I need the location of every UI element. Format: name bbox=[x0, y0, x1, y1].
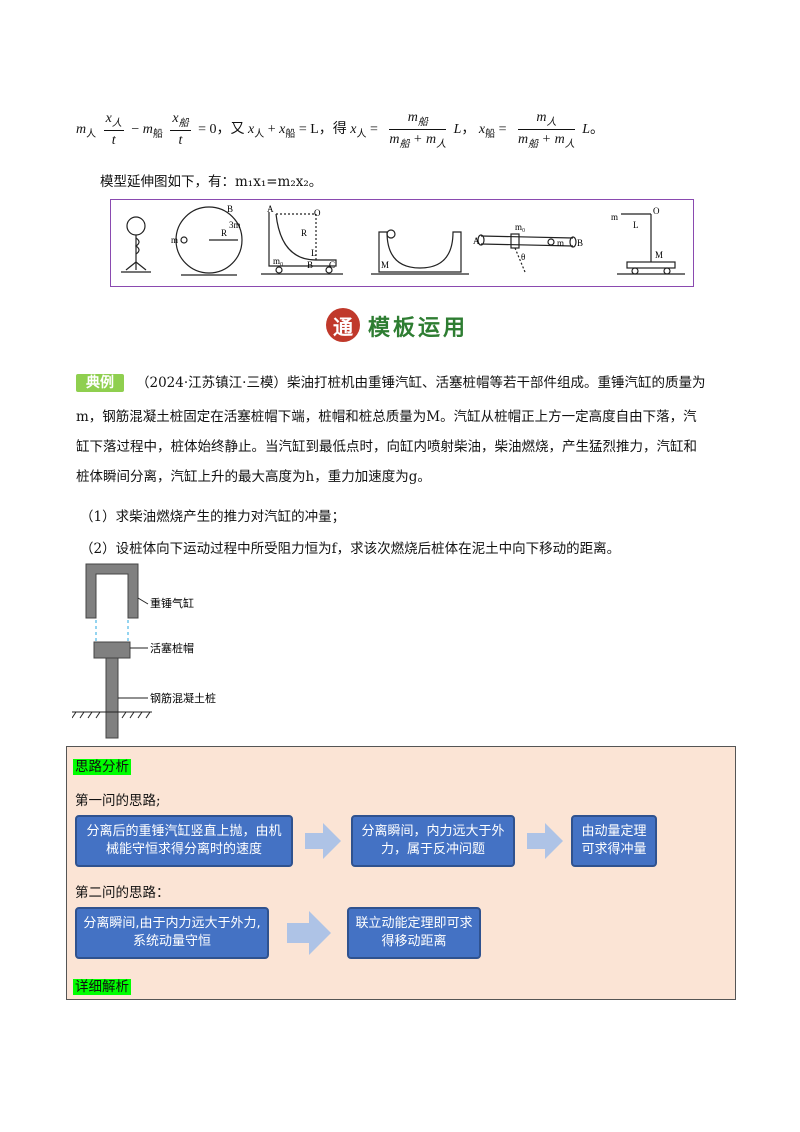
figure-pendulum-pole bbox=[121, 216, 151, 273]
label-B: B bbox=[227, 204, 233, 214]
ground-hatch bbox=[71, 711, 151, 719]
question-1: （1）求柴油燃烧产生的推力对汽缸的冲量； bbox=[80, 509, 346, 525]
example-line-4: 桩体瞬间分离，汽缸上升的最大高度为h，重力加速度为g。 bbox=[76, 469, 431, 485]
pile-shape bbox=[105, 657, 119, 739]
detailed-solution-title: 详细解析 bbox=[73, 979, 131, 995]
label-L: L bbox=[311, 248, 317, 258]
label-B-3: B bbox=[577, 238, 583, 248]
label-3m: 3m bbox=[229, 220, 241, 230]
figure-curved-track-cart bbox=[261, 212, 343, 275]
question-2: （2）设桩体向下运动过程中所受阻力恒为f，求该次燃烧后桩体在泥土中向下移动的距离… bbox=[80, 541, 621, 557]
cylinder-shape bbox=[85, 563, 139, 619]
second-question-heading: 第二问的思路： bbox=[75, 885, 170, 901]
label-B-2: B bbox=[307, 260, 313, 270]
label-R: R bbox=[221, 228, 227, 238]
flow-box-2-2: 联立动能定理即可求得移动距离 bbox=[347, 907, 481, 959]
figure-rod-sleeve bbox=[477, 233, 577, 273]
label-cylinder: 重锤气缸 bbox=[150, 596, 194, 610]
example-line-2: m，钢筋混凝土桩固定在活塞桩帽下端，桩帽和桩总质量为M。汽缸从桩帽正上方一定高度… bbox=[76, 409, 697, 425]
label-R-2: R bbox=[301, 228, 307, 238]
piston-cap-shape bbox=[93, 641, 131, 659]
flow-box-2-1: 分离瞬间,由于内力远大于外力,系统动量守恒 bbox=[75, 907, 269, 959]
banner-title: 模板运用 bbox=[368, 315, 469, 341]
example-tag: 典例 bbox=[76, 374, 124, 392]
flow-arrow-icon bbox=[287, 911, 331, 955]
figure-semicircle-trough bbox=[371, 229, 469, 275]
model-extension-figure: R 3m m B A O R L m₀ B C M bbox=[110, 199, 694, 287]
template-application-banner: 通 模板运用 bbox=[326, 308, 478, 344]
label-cap: 活塞桩帽 bbox=[150, 641, 194, 655]
label-O: O bbox=[314, 208, 321, 218]
analysis-title: 思路分析 bbox=[73, 759, 131, 775]
label-A-2: A bbox=[473, 236, 480, 246]
example-line-1: 典例（2024·江苏镇江·三模）柴油打桩机由重锤汽缸、活塞桩帽等若干部件组成。重… bbox=[76, 374, 705, 392]
label-theta: θ bbox=[521, 252, 525, 262]
pile-driver-diagram: 重锤气缸 活塞桩帽 钢筋混凝土桩 bbox=[71, 562, 252, 740]
label-O-2: O bbox=[653, 206, 660, 216]
first-question-heading: 第一问的思路; bbox=[75, 793, 161, 809]
figure-ring bbox=[175, 206, 243, 276]
flow-box-1-3: 由动量定理可求得冲量 bbox=[571, 815, 657, 867]
label-C: C bbox=[329, 260, 335, 270]
label-pile: 钢筋混凝土桩 bbox=[150, 691, 216, 705]
label-m0: m₀ bbox=[273, 256, 283, 266]
model-extension-text: 模型延伸图如下，有：m₁x₁=m₂x₂。 bbox=[100, 174, 323, 190]
example-line-3: 缸下落过程中，桩体始终静止。当汽缸到最低点时，向缸内喷射柴油，柴油燃烧，产生猛烈… bbox=[76, 439, 697, 455]
flow-arrow-icon bbox=[305, 823, 341, 859]
analysis-panel: 思路分析 第一问的思路; 分离后的重锤汽缸竖直上抛，由机械能守恒求得分离时的速度… bbox=[66, 746, 736, 1000]
banner-icon: 通 bbox=[326, 308, 360, 342]
label-m-2: m bbox=[557, 238, 564, 248]
label-M-2: M bbox=[655, 250, 663, 260]
label-L-2: L bbox=[633, 220, 639, 230]
label-m-3: m bbox=[611, 212, 618, 222]
pointer-cylinder bbox=[137, 597, 149, 605]
flow-arrow-icon bbox=[527, 823, 563, 859]
label-m0-2: m₀ bbox=[515, 222, 525, 232]
model-extension-svg: R 3m m B A O R L m₀ B C M bbox=[121, 204, 685, 276]
label-A: A bbox=[267, 204, 274, 214]
label-M: M bbox=[381, 260, 389, 270]
figure-cart-pendulum bbox=[617, 213, 685, 275]
flow-box-1-2: 分离瞬间，内力远大于外力，属于反冲问题 bbox=[351, 815, 515, 867]
flow-box-1-1: 分离后的重锤汽缸竖直上抛，由机械能守恒求得分离时的速度 bbox=[75, 815, 293, 867]
label-m: m bbox=[171, 235, 178, 245]
